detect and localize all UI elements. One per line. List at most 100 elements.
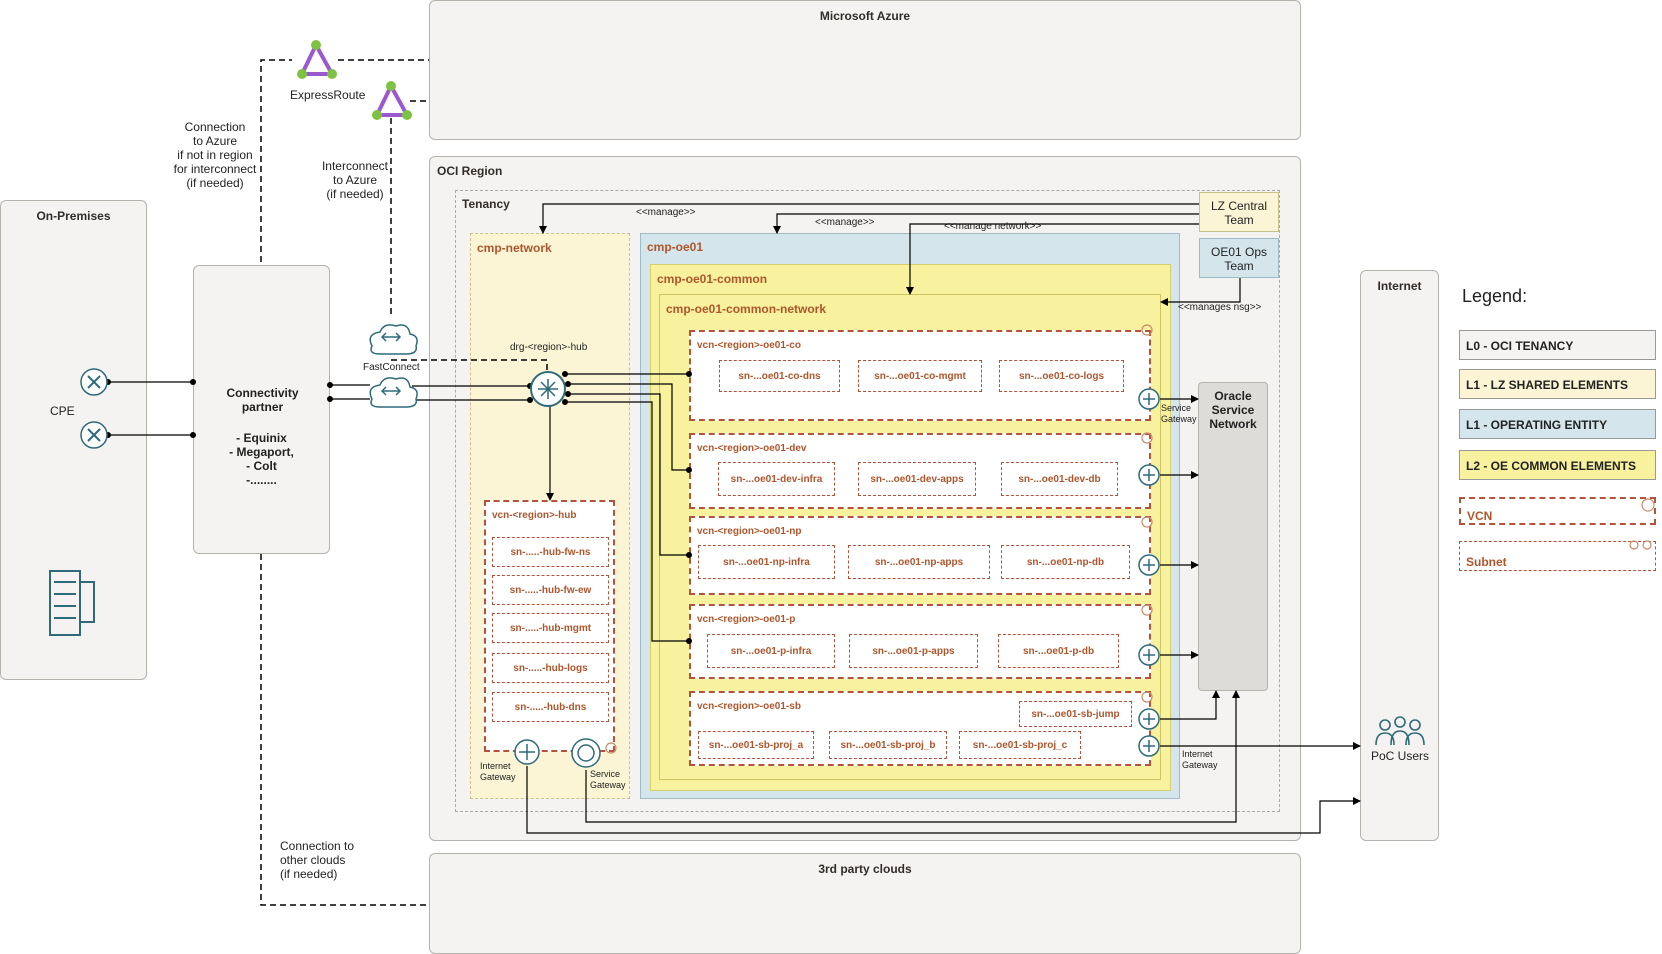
interconnect-icon — [372, 81, 412, 120]
rel-manage-network: <<manage network>> — [944, 221, 1042, 232]
vcn-hub-title: vcn-<region>-hub — [492, 510, 577, 521]
gateway-glyph — [577, 744, 595, 762]
er-node — [297, 69, 307, 79]
hub-igw-line-1: Internet — [480, 761, 511, 771]
user-head — [1379, 719, 1391, 731]
link-partner-expressroute — [260, 59, 292, 262]
subnet-p-apps: sn-...oe01-p-apps — [849, 634, 978, 668]
user-body — [1375, 732, 1395, 746]
dashed-links — [260, 59, 548, 906]
cpe-glyph — [87, 428, 101, 442]
cloud-icon — [369, 324, 418, 355]
cmp-oe01-common-title: cmp-oe01-common — [657, 272, 768, 286]
oci-region-title: OCI Region — [437, 164, 503, 178]
drg-label: drg-<region>-hub — [510, 342, 588, 353]
vcn-badge-icon — [1141, 324, 1153, 336]
rel-manage-2: <<manage>> — [815, 217, 875, 228]
subnet-sb-proj-a: sn-...oe01-sb-proj_a — [698, 731, 814, 759]
vcn-oe01-dev-title: vcn-<region>-oe01-dev — [697, 443, 807, 454]
expressroute-label: ExpressRoute — [290, 88, 366, 102]
note-conn-azure-5: (if needed) — [186, 176, 244, 190]
oe01-ops-team-line-2: Team — [1224, 259, 1254, 273]
vcn-oe01-co-title: vcn-<region>-oe01-co — [697, 340, 801, 351]
note-interconnect-1: Interconnect — [321, 159, 389, 173]
server-rack-icon — [49, 570, 95, 636]
arrows-icon — [380, 332, 402, 342]
dot — [327, 382, 333, 388]
gateway-glyph — [519, 744, 535, 760]
dot — [190, 379, 196, 385]
ic-node — [386, 81, 396, 91]
ic-node — [372, 110, 382, 120]
osn-line-3: Network — [1209, 417, 1257, 431]
tenancy: Tenancy — [455, 190, 1280, 812]
user-body — [1390, 730, 1410, 746]
hub-sgw-line-1: Service — [590, 769, 621, 779]
hub-igw-line-2: Gateway — [480, 772, 516, 782]
gateway-glyph — [1143, 559, 1155, 571]
legend-l1-shared: L1 - LZ SHARED ELEMENTS — [1459, 369, 1656, 399]
tenancy-title: Tenancy — [462, 197, 510, 211]
note-conn-azure-1: Connection — [184, 120, 246, 134]
expressroute-triangle — [298, 40, 336, 76]
oracle-service-network: Oracle Service Network — [1198, 382, 1268, 691]
link-fastconnect-drg — [391, 359, 548, 370]
oe01-ops-team: OE01 Ops Team — [1199, 238, 1279, 278]
dot — [686, 467, 692, 473]
co-sgw-line-2: Gateway — [1161, 414, 1197, 424]
dot — [686, 552, 692, 558]
link-sb-osn — [1160, 690, 1220, 720]
legend-subnet-icon — [1629, 540, 1639, 550]
dot — [562, 371, 568, 377]
legend-l0: L0 - OCI TENANCY — [1459, 330, 1656, 360]
rel-manages-nsg: <<manages nsg>> — [1178, 302, 1262, 313]
cmp-oe01-common-network-title: cmp-oe01-common-network — [666, 302, 827, 316]
third-party-title: 3rd party clouds — [818, 862, 912, 876]
interconnect-triangle — [373, 81, 411, 117]
subnet-p-infra: sn-...oe01-p-infra — [707, 634, 835, 668]
user-head — [1409, 719, 1421, 731]
server-lines — [54, 581, 95, 623]
osn-line-2: Service — [1211, 403, 1255, 417]
rel-manage: <<manage>> — [636, 207, 696, 218]
note-other-clouds-2: other clouds — [280, 853, 346, 867]
subnet-dev-infra: sn-...oe01-dev-infra — [718, 462, 835, 496]
cmp-oe01-title: cmp-oe01 — [647, 240, 704, 254]
connectivity-partner: Connectivity partner - Equinix - Megapor… — [193, 265, 330, 554]
cmp-network-title: cmp-network — [477, 241, 552, 255]
connectivity-item-4: -........ — [246, 473, 277, 487]
connectivity-item-1: - Equinix — [236, 431, 287, 445]
dot — [190, 432, 196, 438]
subnet-np-apps: sn-...oe01-np-apps — [848, 545, 990, 579]
gateway-glyph — [1143, 740, 1155, 752]
vcn-badge-icon — [1141, 604, 1153, 616]
internet: Internet — [1360, 270, 1439, 841]
drg-router-icon — [530, 371, 566, 407]
arrows-icon — [380, 386, 402, 396]
rel-ops-nsg — [1160, 278, 1241, 306]
note-interconnect-3: (if needed) — [326, 187, 384, 201]
ic-node — [402, 110, 412, 120]
vcn-badges — [605, 324, 1655, 754]
lz-central-team-line-2: Team — [1224, 213, 1254, 227]
legend-l2-common: L2 - OE COMMON ELEMENTS — [1459, 450, 1656, 480]
subnet-hub-fw-ns: sn-.....-hub-fw-ns — [492, 537, 609, 567]
cpe-label: CPE — [50, 404, 75, 418]
vcn-oe01-np-title: vcn-<region>-oe01-np — [697, 526, 802, 537]
junction-dots — [105, 371, 692, 644]
vcn-oe01-p-title: vcn-<region>-oe01-p — [697, 614, 796, 625]
sb-igw-line-2: Gateway — [1182, 760, 1218, 770]
link-drg-np — [568, 393, 689, 556]
gateway-glyph — [1143, 393, 1155, 405]
note-conn-azure-2: to Azure — [192, 134, 238, 148]
er-node — [311, 40, 321, 50]
cpe-icons — [80, 368, 108, 449]
dot — [565, 391, 571, 397]
note-other-clouds-1: Connection to — [280, 839, 355, 853]
legend-l1-oe: L1 - OPERATING ENTITY — [1459, 409, 1656, 439]
gateway-glyph — [1143, 649, 1155, 661]
legend-vcn-icon — [1641, 498, 1655, 512]
server-body — [49, 570, 81, 636]
poc-users-label: PoC Users — [1370, 749, 1429, 763]
poc-users-icon — [1375, 716, 1425, 746]
